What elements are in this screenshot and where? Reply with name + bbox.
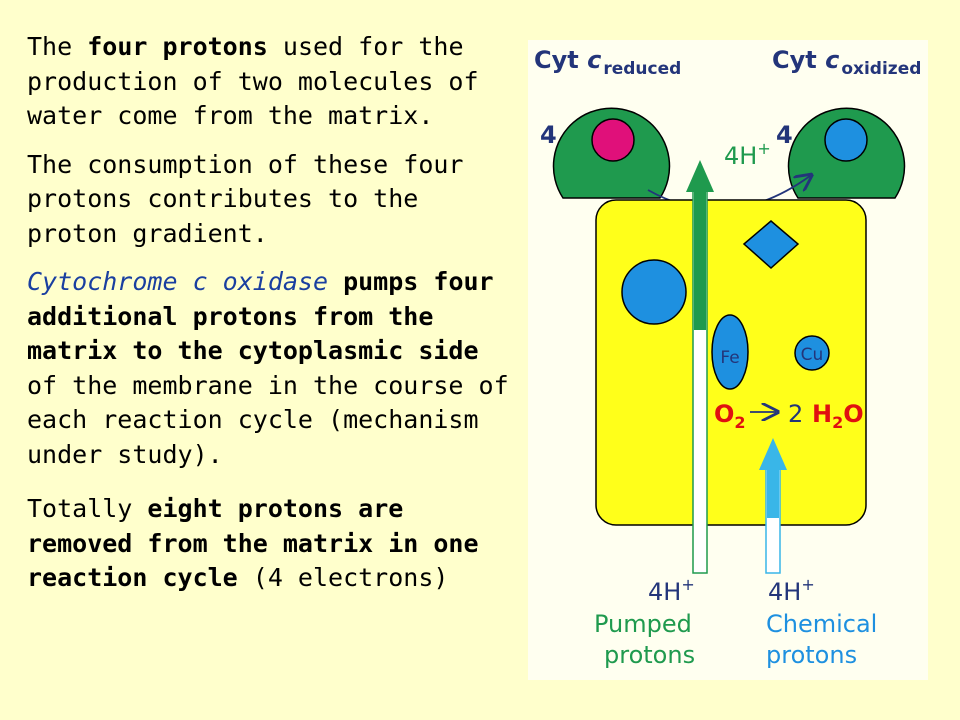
h2o-label: H2O	[812, 400, 864, 432]
reaction-coefficient: 2	[788, 400, 803, 428]
p1-text-1: The	[27, 32, 88, 61]
fe-heme-a3	[711, 314, 749, 390]
paragraph-3: Cytochrome c oxidase pumps four addition…	[27, 265, 517, 472]
p4-text-2: (4 electrons)	[237, 563, 449, 592]
p4-bold-1: eight protons are removed from the matri…	[27, 494, 479, 592]
p4-text-1: Totally	[27, 494, 148, 523]
diamond-cofactor	[742, 220, 800, 270]
pumped-arrow-head	[686, 160, 714, 192]
paragraph-1: The four protons used for the production…	[27, 30, 517, 134]
heme-a-circle	[621, 259, 687, 325]
top-4h-label: 4H+	[724, 139, 771, 170]
paragraph-4: Totally eight protons are removed from t…	[27, 492, 517, 596]
p3-bold-1: pumps four additional protons from the m…	[27, 267, 494, 365]
pumped-4h-label: 4H+	[648, 575, 695, 606]
o2-label: O2	[714, 400, 746, 432]
heme-oxidized	[824, 118, 868, 162]
paragraph-2: The consumption of these four protons co…	[27, 148, 517, 252]
p3-enzyme-name: Cytochrome c oxidase	[27, 267, 329, 296]
pumped-line-2: protons	[604, 641, 695, 669]
chemical-4h-label: 4H+	[768, 575, 815, 606]
cyt-oxidized-count: 4	[776, 121, 793, 149]
chemical-arrow-shaft-fill	[767, 468, 779, 518]
fe-label: Fe	[720, 348, 739, 368]
heme-reduced	[591, 118, 635, 162]
p1-bold-1: four protons	[87, 32, 268, 61]
chemical-line-1: Chemical	[766, 610, 877, 638]
p2-text-1: The consumption of these four protons co…	[27, 149, 464, 248]
p3-text-1: of the membrane in the course of each re…	[27, 370, 509, 469]
cu-label: Cu	[801, 345, 824, 365]
text-column: The four protons used for the production…	[27, 30, 517, 610]
cyt-reduced-count: 4	[540, 121, 557, 149]
chemical-line-2: protons	[766, 641, 857, 669]
p1-text-2: used for the production of two molecules…	[27, 32, 479, 130]
pumped-line-1: Pumped	[594, 610, 692, 638]
pumped-arrow-shaft-fill-top	[694, 190, 706, 330]
cu-center	[794, 335, 830, 371]
chemical-arrow-head	[759, 438, 787, 470]
